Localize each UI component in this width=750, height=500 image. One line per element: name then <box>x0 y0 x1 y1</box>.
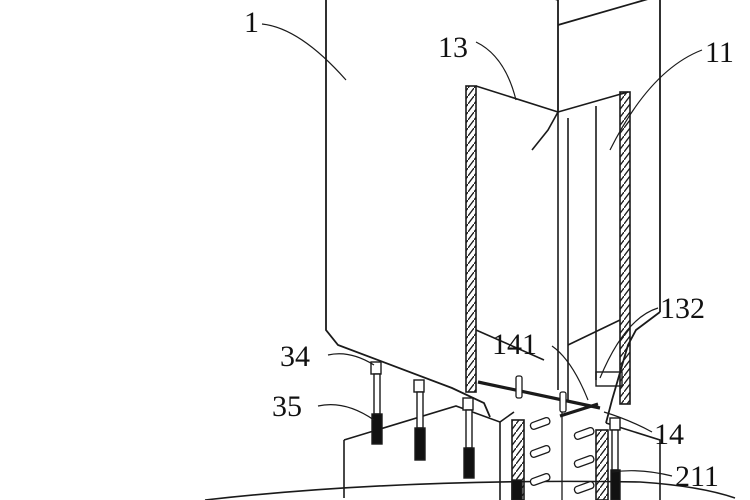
label-132: 132 <box>660 292 705 325</box>
left-hatched-wall <box>465 85 477 393</box>
label-35: 35 <box>272 390 302 423</box>
label-34: 34 <box>280 340 310 373</box>
nozzles <box>370 361 621 500</box>
leader-141 <box>551 345 589 401</box>
leader-211 <box>611 470 673 477</box>
nozzle-3 <box>462 397 475 479</box>
leader-35 <box>317 404 375 421</box>
label-13: 13 <box>438 31 468 64</box>
nozzle-4 <box>609 417 621 500</box>
nozzle-2 <box>413 379 426 461</box>
label-14: 14 <box>654 418 684 451</box>
nozzle-1 <box>370 361 383 445</box>
leader-11 <box>609 49 703 151</box>
inner-chamber <box>465 85 631 405</box>
leader-34 <box>327 353 375 366</box>
leader-14 <box>603 411 653 433</box>
leader-13 <box>475 41 517 101</box>
leader-132 <box>599 307 659 379</box>
label-211: 211 <box>675 460 719 493</box>
label-1: 1 <box>244 6 259 39</box>
leader-lines <box>261 23 703 477</box>
right-hatched-wall <box>619 91 631 405</box>
stirring-paddles <box>515 375 595 500</box>
leader-1 <box>261 23 347 81</box>
label-141: 141 <box>492 328 537 361</box>
label-11: 11 <box>705 36 734 69</box>
base-platform-arc <box>204 480 736 500</box>
